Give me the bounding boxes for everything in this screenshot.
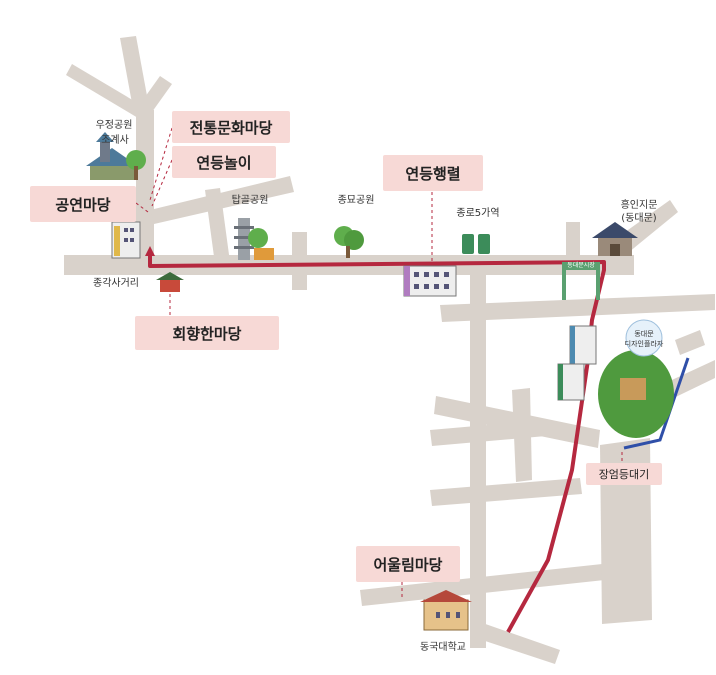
place-jogyesa: 조계사 [101,135,129,146]
tree-icon [334,226,364,258]
place-ddp: 동대문 [634,330,654,338]
place-dongdaemun-market: 동대문시장 [567,262,595,269]
bus-route-line [623,357,690,450]
temple-icon [86,132,138,180]
building-icon [403,265,457,297]
building-icon [557,325,597,401]
building-icon [462,234,490,254]
dashed-leaders [135,127,623,600]
ddp-building-icon [598,319,674,438]
label-jangchung: 장엄등대기 [586,463,662,485]
university-icon [420,590,472,631]
label-traditional-culture: 전통문화마당 [172,111,290,143]
label-harmony: 어울림마당 [356,546,460,582]
place-heunginjimun: 흥인지문 [620,200,658,211]
place-heunginjimun-sub: (동대문) [621,213,657,224]
building-icon [111,221,141,259]
place-jonggak: 종각사거리 [93,278,139,289]
place-jongno5ga: 종로5가역 [456,208,500,219]
pagoda-icon [234,218,274,260]
label-parade: 연등행렬 [383,155,483,191]
parade-route [145,246,606,633]
place-tapgol-park: 탑골공원 [231,195,269,206]
place-dongguk: 동국대학교 [420,642,466,653]
tree-icon [126,150,146,180]
label-performance: 공연마당 [30,186,136,222]
label-reconciliation: 회향한마당 [135,316,279,350]
place-ujeong-park: 우정공원 [95,120,133,131]
label-lantern-play: 연등놀이 [172,146,276,178]
market-gate-icon [562,262,600,300]
place-ddp-sub: 디자인플라자 [624,340,664,348]
route-arrowhead [145,246,155,256]
place-jongmyo-park: 종묘공원 [337,195,375,206]
bell-pavilion-icon [156,272,184,292]
gate-icon [592,222,638,256]
